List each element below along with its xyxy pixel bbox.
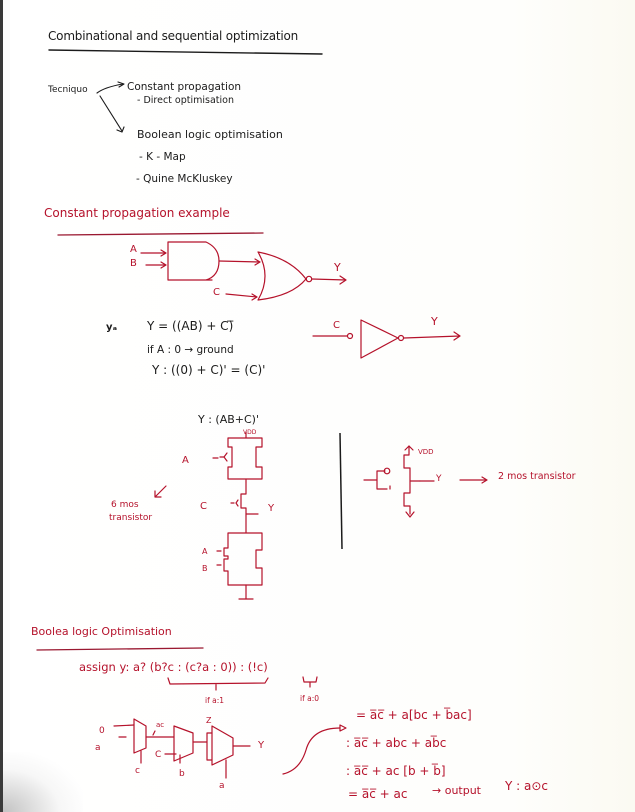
input-c-label: C xyxy=(213,287,220,298)
arrow-icon xyxy=(140,249,167,257)
inverter-cmos-icon xyxy=(403,445,421,515)
mux-select-b-label: b xyxy=(179,769,185,779)
kmap-item: - K - Map xyxy=(139,151,186,163)
constant-propagation-title: Constant propagation xyxy=(127,81,242,93)
inverter-output-label: Y xyxy=(431,315,438,328)
output-label: → output xyxy=(432,784,481,797)
pmos-c-label: C xyxy=(200,501,207,512)
nmos-b-label: B xyxy=(202,564,208,573)
nmos-network-icon xyxy=(223,515,263,586)
brace-label-a1: if a:1 xyxy=(205,696,225,705)
ground-icon xyxy=(238,584,254,600)
mux-input-a-label: a xyxy=(95,743,101,753)
six-mos-note-line2: transistor xyxy=(109,513,153,523)
page-shadow xyxy=(3,752,83,812)
nor-gate-icon xyxy=(257,251,307,301)
six-mos-note-line1: 6 mos xyxy=(111,500,139,510)
cmos-title: Y : (AB+C)' xyxy=(198,413,259,426)
constant-propagation-heading: Constant propagation example xyxy=(44,206,230,220)
equation-3: Y : ((0) + C)' = (C)' xyxy=(152,363,266,377)
arrow-icon xyxy=(99,95,123,132)
derivation-line-4: = a̅c̅ + ac xyxy=(348,787,408,801)
inverter-input-label: C xyxy=(333,320,340,331)
and-gate-icon xyxy=(167,241,220,281)
input-a-label: A xyxy=(130,244,137,255)
cmos-vdd-label: VDD xyxy=(243,429,257,436)
derivation-line-1: = a̅c̅ + a[bc + b̅ac] xyxy=(356,708,472,722)
brace-icon xyxy=(167,677,269,691)
pmos-series-icon xyxy=(240,481,247,517)
notebook-page xyxy=(3,0,635,812)
assign-statement: assign y: a? (b?c : (c?a : 0)) : (!c) xyxy=(79,660,268,674)
brace-icon xyxy=(302,676,318,688)
curved-arrow-icon xyxy=(282,727,341,775)
direct-optimisation-item: - Direct optimisation xyxy=(137,95,234,106)
nmos-a-label: A xyxy=(202,547,208,556)
mux-ac-label: ac xyxy=(156,721,165,729)
pmos-a-label: A xyxy=(182,455,189,466)
mux-input-c-label: C xyxy=(155,750,162,760)
mux-z-label: Z xyxy=(206,716,212,725)
mux-input-0-label: 0 xyxy=(99,726,105,736)
mux-output-y-label: Y xyxy=(258,740,265,751)
mux-icon xyxy=(173,725,194,762)
page-title: Combinational and sequential optimizatio… xyxy=(48,29,299,43)
arrow-icon xyxy=(96,83,124,94)
inverter-cmos-output-label: Y xyxy=(436,474,442,484)
cmos-output-label: Y xyxy=(268,503,275,514)
inverter-vdd-label: VDD xyxy=(418,448,434,456)
brace-label-a0: if a:0 xyxy=(300,694,320,703)
technique-label: Tecniquo xyxy=(48,85,88,95)
output-equation: Y : a⊙c xyxy=(505,779,549,793)
mux-select-c-label: c xyxy=(135,766,140,776)
mux-icon xyxy=(211,725,234,766)
output-y-label: Y xyxy=(334,261,341,274)
derivation-line-3: : a̅c̅ + ac [b + b̅] xyxy=(346,764,446,778)
window-left-border xyxy=(0,0,3,812)
boolean-logic-heading: Boolea logic Optimisation xyxy=(31,625,172,638)
mux-select-a-label: a xyxy=(219,781,225,791)
heading-underline xyxy=(57,232,264,236)
mux-icon xyxy=(133,718,147,754)
quine-mcclusky-item: - Quine McKluskey xyxy=(136,173,233,185)
inverter-icon xyxy=(360,319,399,359)
two-mos-note: 2 mos transistor xyxy=(498,471,576,482)
vertical-divider xyxy=(339,432,343,550)
derivation-line-2: : a̅c̅ + abc + ab̅c xyxy=(346,736,447,750)
title-underline xyxy=(48,49,323,55)
input-b-label: B xyxy=(130,258,137,269)
equation-1: Y = ((AB) + C)̅ xyxy=(147,319,234,333)
pmos-parallel-icon xyxy=(227,431,263,483)
equation-prefix: yₐ xyxy=(106,322,118,333)
equation-2: if A : 0 → ground xyxy=(147,344,234,356)
boolean-logic-title: Boolean logic optimisation xyxy=(137,128,283,141)
